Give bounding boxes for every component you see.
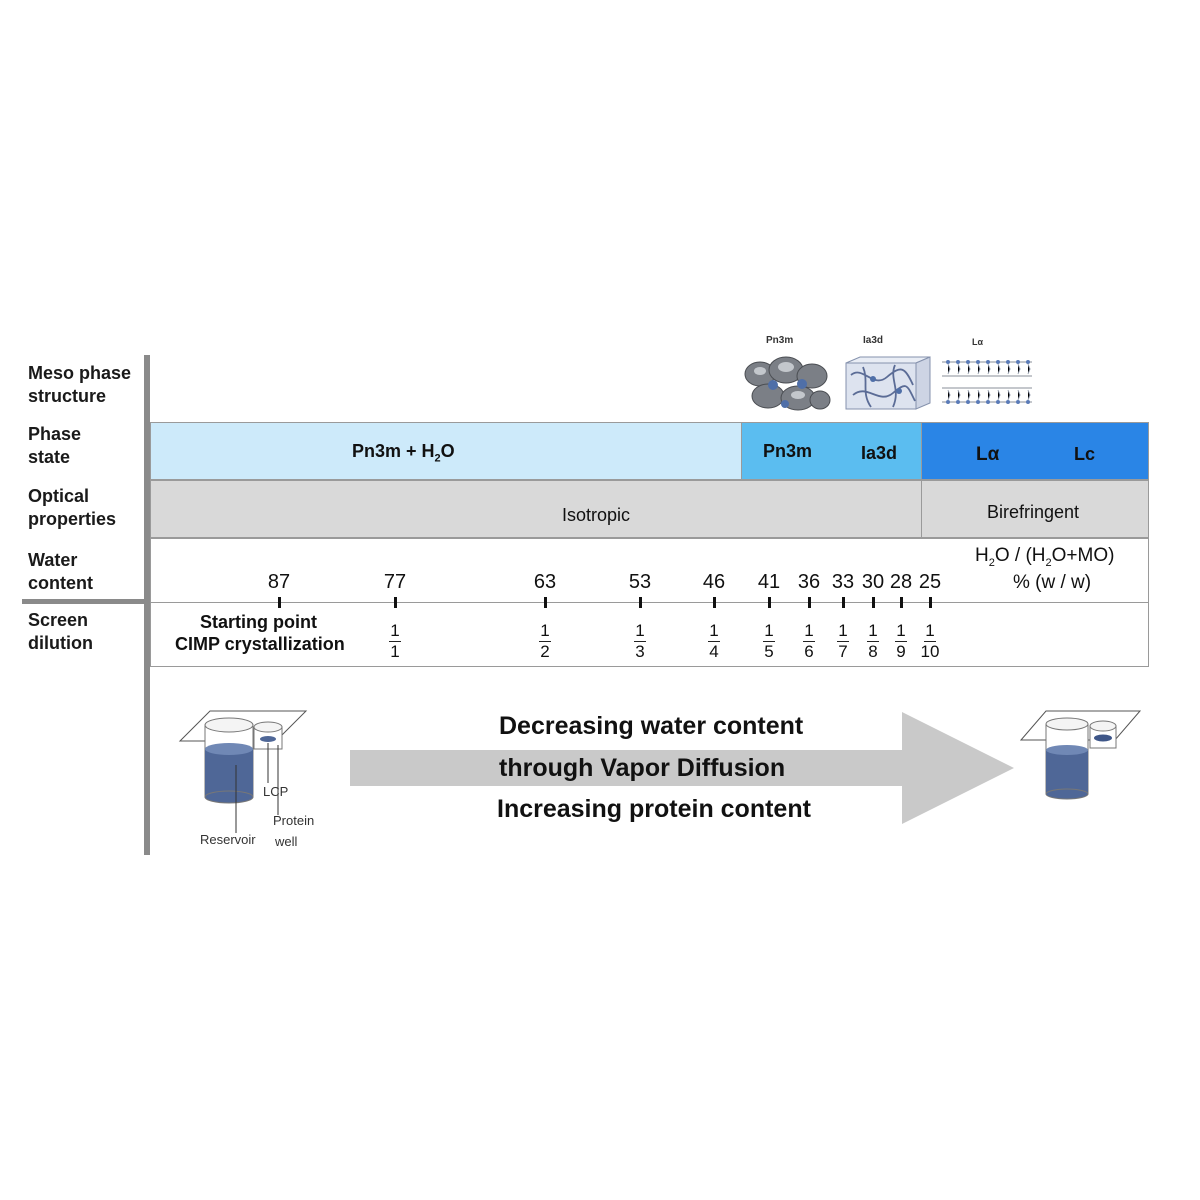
water-tick-36: [808, 597, 811, 608]
water-value-53: 53: [628, 571, 652, 593]
phase-label-pn3m-h2o: Pn3m + H2O: [352, 441, 455, 465]
lcp-label: LCP: [263, 784, 289, 799]
vapor-diffusion-arrow: [350, 712, 1014, 824]
water-tick-30: [872, 597, 875, 608]
row-label-meso-line1: Meso phase: [28, 363, 132, 383]
row-label-screen-line2: dilution: [28, 633, 93, 653]
water-value-46: 46: [702, 571, 726, 593]
lamellar-structure-image: [942, 360, 1032, 404]
phase-band-lamellar: [921, 422, 1149, 480]
row-label-optical-line1: Optical: [28, 486, 90, 506]
horizontal-divider: [22, 599, 150, 604]
water-value-25: 25: [918, 571, 942, 593]
optical-band-birefringent: [921, 480, 1149, 538]
water-tick-53: [639, 597, 642, 608]
reservoir-label: Reservoir: [200, 832, 256, 847]
water-tick-87: [278, 597, 281, 608]
row-label-water-line2: content: [28, 573, 93, 593]
optical-label-birefringent: Birefringent: [987, 502, 1080, 522]
optical-band-isotropic: [150, 480, 922, 538]
row-label-water: Water content: [28, 549, 93, 595]
water-tick-28: [900, 597, 903, 608]
row-label-phase-state: Phase state: [28, 423, 81, 469]
starting-point-label: Starting point: [200, 612, 317, 632]
water-value-33: 33: [831, 571, 855, 593]
water-tick-46: [713, 597, 716, 608]
pn3m-structure-image: [744, 356, 831, 411]
water-value-77: 77: [383, 571, 407, 593]
water-screen-separator: [150, 602, 1149, 603]
phase-label-la: Lα: [976, 444, 1000, 465]
phase-band-cubic: [741, 422, 922, 480]
phase-label-lc: Lc: [1074, 444, 1096, 464]
water-value-30: 30: [861, 571, 885, 593]
row-label-optical-line2: properties: [28, 509, 117, 529]
structure-label-pn3m: Pn3m: [766, 335, 794, 346]
phase-label-pn3m: Pn3m: [763, 441, 813, 461]
vertical-divider: [144, 355, 150, 855]
structure-label-ia3d: Ia3d: [863, 335, 884, 346]
phase-band-pn3m-water: [150, 422, 742, 480]
water-tick-33: [842, 597, 845, 608]
row-label-meso-phase: Meso phase structure: [28, 362, 131, 408]
cimp-crystallization-label: CIMP crystallization: [175, 634, 345, 654]
water-value-28: 28: [889, 571, 913, 593]
row-label-screen: Screen dilution: [28, 609, 93, 655]
arrow-text-vapor-diffusion: through Vapor Diffusion: [499, 754, 786, 782]
water-tick-63: [544, 597, 547, 608]
water-tick-41: [768, 597, 771, 608]
water-value-87: 87: [267, 571, 291, 593]
ia3d-structure-image: [845, 356, 931, 410]
water-value-36: 36: [797, 571, 821, 593]
row-label-meso-line2: structure: [28, 386, 107, 406]
water-value-41: 41: [757, 571, 781, 593]
structure-label-la: Lα: [972, 337, 984, 347]
row-label-screen-line1: Screen: [28, 610, 89, 630]
water-tick-25: [929, 597, 932, 608]
arrow-text-decreasing-water: Decreasing water content: [499, 712, 804, 740]
protein-well-label-line1: Protein: [273, 813, 315, 828]
water-tick-77: [394, 597, 397, 608]
crystallization-well-after: [1019, 710, 1142, 800]
water-value-63: 63: [533, 571, 557, 593]
protein-well-label-line2: well: [275, 834, 298, 849]
optical-label-isotropic: Isotropic: [562, 505, 631, 525]
phase-label-ia3d: Ia3d: [861, 443, 898, 463]
water-unit-line2: % (w / w): [1013, 572, 1092, 593]
arrow-text-increasing-protein: Increasing protein content: [497, 795, 811, 823]
crystallization-well-before: [178, 710, 308, 833]
row-label-phase-line2: state: [28, 447, 71, 467]
row-label-phase-line1: Phase: [28, 424, 82, 444]
row-label-optical: Optical properties: [28, 485, 116, 531]
row-label-water-line1: Water: [28, 550, 78, 570]
water-unit-line1: H2O / (H2O+MO): [975, 545, 1115, 569]
